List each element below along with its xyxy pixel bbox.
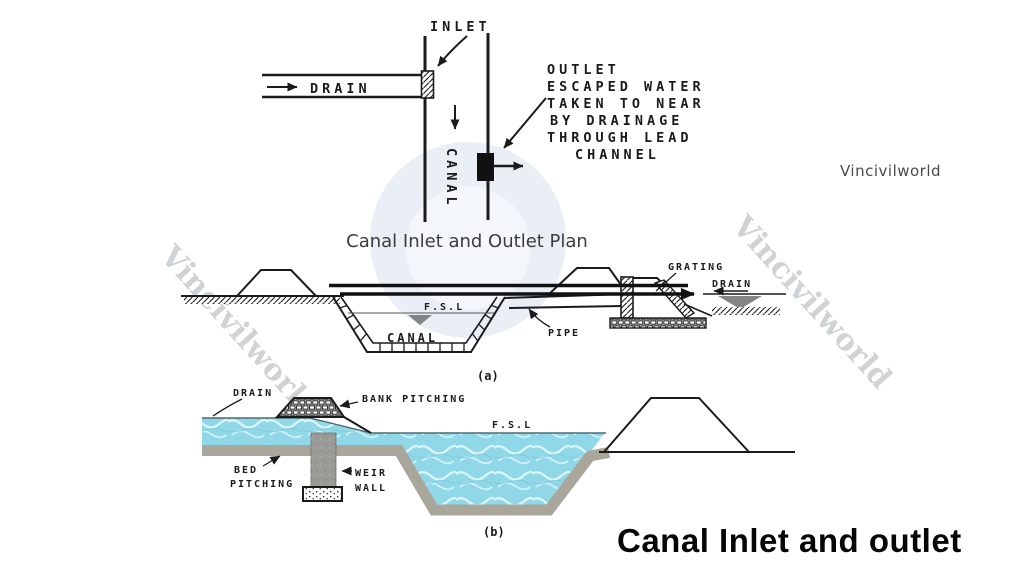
canal-label-a: CANAL [387, 331, 438, 345]
bank-pitching-label: BANK PITCHING [362, 394, 466, 405]
embankment-right-b [603, 397, 750, 453]
drain-label-a: DRAIN [712, 279, 752, 290]
outlet-note-line: BY DRAINAGE [550, 113, 683, 129]
water-level-symbol-a [408, 315, 432, 325]
embankment-left [236, 269, 317, 297]
drain-bed-pitching-a [609, 317, 707, 329]
plan-drain-label: DRAIN [310, 81, 371, 97]
bed-pitching-leader [262, 455, 281, 467]
bank-pitching-mound [274, 397, 346, 418]
fsl-label-a: F.S.L [424, 302, 464, 313]
outlet-note-line: ESCAPED WATER [547, 79, 705, 95]
outlet-leader-arrow [503, 97, 547, 149]
section-b: BANK PITCHING DRAIN WEIR WALL BED PITCHI… [202, 388, 795, 539]
logo-inner-glow [406, 186, 530, 310]
weir-footing [302, 486, 343, 502]
section-a: F.S.L CANAL PIPE GRATING DRAIN (a) [181, 262, 786, 383]
pitching-label: PITCHING [230, 479, 294, 490]
credit-text: Vincivilworld [840, 162, 941, 180]
weir-label: WEIR [355, 468, 387, 479]
plan-caption: Canal Inlet and Outlet Plan [346, 231, 588, 252]
wall-label: WALL [355, 483, 387, 494]
ground-hatch-left [184, 297, 340, 304]
outlet-note-line: TAKEN TO NEAR [547, 96, 705, 112]
canal-lining-ticks [339, 304, 499, 352]
bank-slope-line [343, 416, 372, 434]
inlet-leader-arrow [437, 35, 468, 67]
bed-label: BED [234, 465, 258, 476]
drain-slope-line [683, 303, 713, 317]
grating-strip [653, 279, 696, 319]
outlet-note-line: OUTLET [547, 62, 620, 78]
pipe-leader [528, 308, 551, 328]
section-a-tag: (a) [477, 369, 499, 383]
logo-circle-watermark [370, 142, 566, 338]
canal-lining-outer [332, 296, 506, 353]
canal-lining-inner [340, 296, 498, 344]
grating-label: GRATING [668, 262, 724, 273]
outlet-note: OUTLET ESCAPED WATER TAKEN TO NEAR BY DR… [547, 62, 705, 163]
outlet-note-line: CHANNEL [575, 147, 660, 163]
water-surface-line [202, 417, 606, 434]
embankment-right-a [547, 267, 625, 296]
ground-hatch-right [712, 307, 780, 315]
fsl-label-b: F.S.L [492, 420, 532, 431]
bed-lining [202, 445, 610, 516]
weir-wall-texture [311, 433, 336, 489]
drain-leader-b [212, 398, 243, 417]
grating-wall-hatch [620, 276, 634, 319]
inlet-label: INLET [430, 19, 491, 35]
drain-label-b: DRAIN [233, 388, 273, 399]
outlet-block [477, 153, 494, 181]
plan-view: DRAIN INLET CANAL OUTLET ESCAPED WATER T… [262, 19, 705, 252]
pipe-bottom-line [508, 305, 623, 309]
bank-pitching-leader [339, 399, 359, 409]
pipe-label: PIPE [548, 328, 580, 339]
page-title: Canal Inlet and outlet [617, 522, 962, 559]
water-level-symbol-drain [718, 296, 762, 309]
section-b-tag: (b) [483, 525, 505, 539]
water-body [202, 418, 605, 507]
grating-leader [655, 272, 677, 292]
outlet-note-line: THROUGH LEAD [547, 130, 693, 146]
inlet-opening-hatch [420, 70, 435, 99]
plan-canal-label: CANAL [443, 148, 459, 209]
